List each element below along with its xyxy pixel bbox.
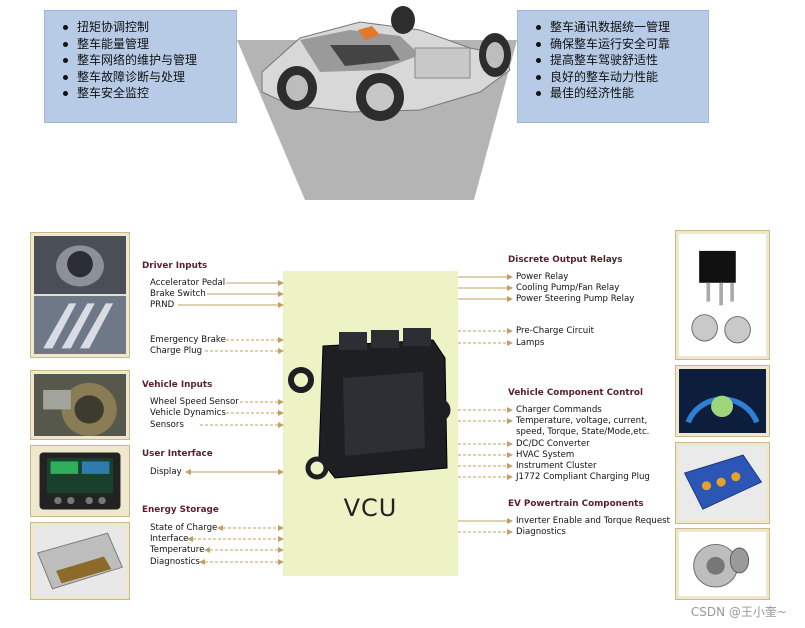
group-heading-discrete-output-relays: Discrete Output Relays: [508, 255, 623, 265]
signal-label: HVAC System: [516, 450, 575, 460]
signal-label: Power Relay: [516, 272, 569, 282]
vcu-label: VCU: [343, 494, 398, 522]
feature-item: 良好的整车动力性能: [536, 69, 698, 86]
group-heading-user-interface: User Interface: [142, 449, 213, 459]
feature-item: 整车能量管理: [63, 36, 226, 53]
signal-label: J1772 Compliant Charging Plug: [516, 472, 650, 482]
feature-item: 扭矩协调控制: [63, 19, 226, 36]
group-heading-ev-powertrain-components: EV Powertrain Components: [508, 499, 644, 509]
signal-label: Sensors: [150, 420, 184, 430]
motor-controller-image: [675, 442, 770, 524]
feature-item: 整车网络的维护与管理: [63, 52, 226, 69]
group-heading-driver-inputs: Driver Inputs: [142, 261, 208, 271]
gear-shifter-image: [30, 232, 130, 358]
signal-label: Wheel Speed Sensor: [150, 397, 239, 407]
signal-label: Emergency Brake: [150, 335, 226, 345]
signal-label: Accelerator Pedal: [150, 278, 226, 288]
wheel-sensor-image: [30, 370, 130, 440]
feature-item: 最佳的经济性能: [536, 85, 698, 102]
group-heading-vehicle-inputs: Vehicle Inputs: [142, 380, 213, 390]
feature-item: 提高整车驾驶舒适性: [536, 52, 698, 69]
signal-label: Diagnostics: [516, 527, 566, 537]
signal-label: Power Steering Pump Relay: [516, 294, 635, 304]
signal-label: Diagnostics: [150, 557, 200, 567]
watermark: CSDN @王小奎~: [690, 605, 787, 619]
feature-item: 确保整车运行安全可靠: [536, 36, 698, 53]
signal-label: Brake Switch: [150, 289, 206, 299]
battery-pack-image: [30, 522, 130, 600]
motor-bearing-image: [675, 528, 770, 600]
top-backdrop: [237, 6, 517, 200]
display-unit-image: [30, 445, 130, 517]
signal-label: Charger Commands: [516, 405, 602, 415]
group-heading-energy-storage: Energy Storage: [142, 505, 219, 515]
vcu-module-image: [288, 328, 451, 480]
signal-label: Temperature: [150, 545, 205, 555]
signal-label: Charge Plug: [150, 346, 203, 356]
signal-label: Vehicle Dynamics: [150, 408, 226, 418]
feature-item: 整车通讯数据统一管理: [536, 19, 698, 36]
signal-label: Lamps: [516, 338, 545, 348]
car-chassis-image: [261, 6, 511, 121]
signal-label: State of Charge: [150, 523, 218, 533]
feature-item: 整车故障诊断与处理: [63, 69, 226, 86]
signal-label: DC/DC Converter: [516, 439, 590, 449]
relay-image: [675, 230, 770, 360]
feature-item: 整车安全监控: [63, 85, 226, 102]
signal-label: PRND: [150, 300, 175, 310]
signal-label: Inverter Enable and Torque Request: [516, 516, 670, 526]
signal-label: Display: [150, 467, 182, 477]
signal-label: Instrument Cluster: [516, 461, 597, 471]
instrument-cluster-image: [675, 365, 770, 437]
signal-label: Temperature, voltage, current,: [516, 416, 648, 426]
group-heading-vehicle-component-control: Vehicle Component Control: [508, 388, 643, 398]
signal-label: Pre-Charge Circuit: [516, 326, 594, 336]
signal-label: speed, Torque, State/Mode,etc.: [516, 427, 650, 437]
vcu-functions-box: 扭矩协调控制 整车能量管理 整车网络的维护与管理 整车故障诊断与处理 整车安全监…: [44, 10, 237, 123]
signal-label: Cooling Pump/Fan Relay: [516, 283, 620, 293]
signal-label: Interface: [150, 534, 189, 544]
vcu-benefits-box: 整车通讯数据统一管理 确保整车运行安全可靠 提高整车驾驶舒适性 良好的整车动力性…: [517, 10, 709, 123]
